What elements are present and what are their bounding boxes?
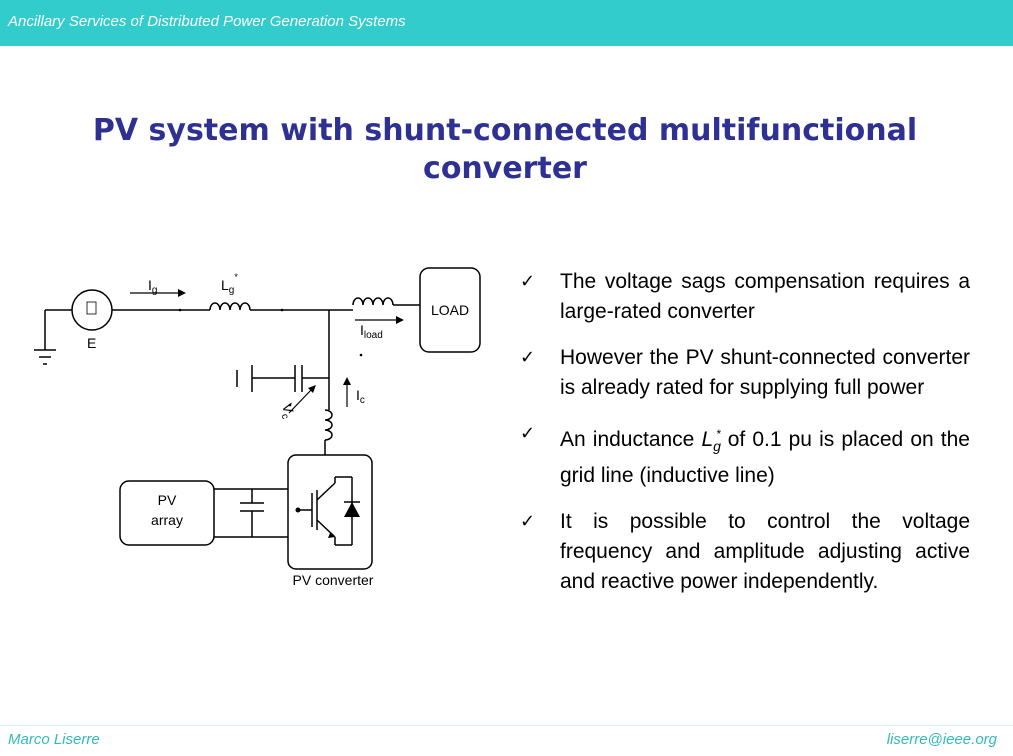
check-icon: ✓ (520, 271, 536, 292)
check-icon: ✓ (520, 347, 536, 368)
bullet-item: ✓ However the PV shunt-connected convert… (520, 343, 970, 403)
footer-email: liserre@ieee.org (886, 731, 997, 748)
footer-divider (0, 725, 1013, 726)
footer-author: Marco Liserre (8, 731, 100, 748)
bullet-list: ✓ The voltage sags compensation requires… (520, 267, 970, 613)
header-bar: Ancillary Services of Distributed Power … (0, 0, 1013, 46)
iload-label: Iload (360, 322, 383, 341)
circuit-diagram: Ig Lg* E LOAD Iload Ic Vc PV array PV co… (34, 267, 481, 588)
vc-label: Vc (276, 402, 298, 421)
ig-label: Ig (148, 277, 157, 296)
bullet-item: ✓ The voltage sags compensation requires… (520, 267, 970, 327)
bullet-item: ✓ An inductance Lg* of 0.1 pu is placed … (520, 419, 970, 491)
bullet-item: ✓ It is possible to control the voltage … (520, 507, 970, 597)
ic-label: Ic (356, 387, 365, 406)
pv-converter-label: PV converter (293, 572, 374, 588)
load-label: LOAD (431, 302, 469, 318)
header-title: Ancillary Services of Distributed Power … (8, 13, 406, 30)
source-glyph-icon (86, 301, 97, 315)
pv-array-label-line2: array (151, 512, 183, 528)
source-label: E (87, 335, 96, 351)
check-icon: ✓ (520, 511, 536, 533)
slide-title: PV system with shunt-connected multifunc… (92, 113, 918, 186)
lg-label: Lg* (221, 272, 238, 296)
check-icon: ✓ (520, 423, 536, 444)
pv-array-label-line1: PV (158, 492, 177, 508)
